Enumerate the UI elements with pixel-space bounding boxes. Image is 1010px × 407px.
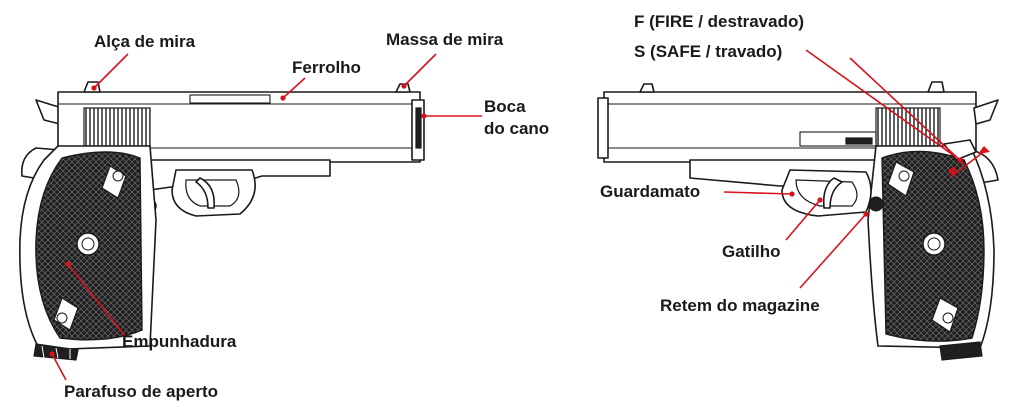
right-trigger — [822, 177, 843, 209]
label-trigger-guard: Guardamato — [600, 182, 701, 201]
label-front-sight: Massa de mira — [386, 30, 504, 49]
label-slide: Ferrolho — [292, 58, 361, 77]
label-magazine-release: Retem do magazine — [660, 296, 820, 315]
label-trigger: Gatilho — [722, 242, 781, 261]
label-grip-screw: Parafuso de aperto — [64, 382, 218, 401]
right-pistol — [597, 81, 999, 361]
bottom-grip-screw — [33, 343, 79, 361]
magazine-release-button — [868, 196, 884, 212]
left-pistol — [19, 81, 425, 361]
right-slide-serrations — [875, 107, 941, 147]
label-rear-sight: Alça de mira — [94, 32, 196, 51]
label-grip: Empunhadura — [122, 332, 237, 351]
left-trigger — [195, 177, 216, 209]
label-muzzle: Boca do cano — [484, 97, 550, 138]
leader-lines — [49, 49, 990, 381]
slide-serrations — [83, 107, 151, 147]
label-safe-position: S (SAFE / travado) — [634, 42, 783, 61]
label-fire-position: F (FIRE / destravado) — [634, 12, 805, 31]
